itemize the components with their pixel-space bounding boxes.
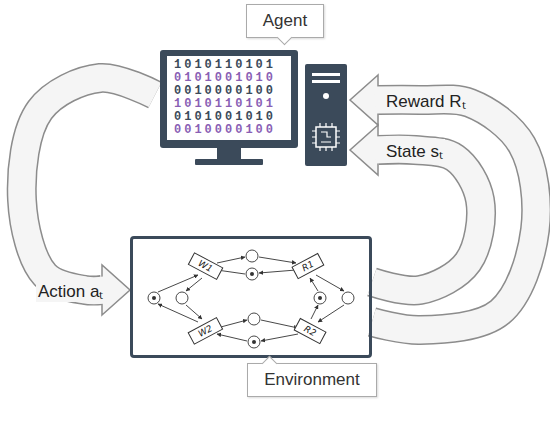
edge-label: Action aₜ [36,279,105,302]
binary-text: 1010110101 [174,59,276,72]
block-arrow [22,78,155,315]
binary-text: 0101001010 [174,111,276,124]
transition-label: W2 [196,323,214,339]
computer-monitor [160,50,298,165]
transition-label: R1 [300,259,315,273]
transition-box: R2 [293,318,326,345]
transition-box: R1 [291,253,324,280]
callout-label: Agent [263,11,307,30]
binary-text: 1010110101 [174,98,276,111]
callout-box: Agent [246,4,324,38]
petri-net [148,250,354,348]
transition-box: W1 [187,252,223,280]
petri-token [152,272,322,344]
transition-box: W2 [187,317,223,345]
environment-box: EnvironmentW1R1W2R2 [130,236,372,358]
binary-text: 0101001010 [174,72,276,85]
edge-label: Reward Rₜ [384,89,468,112]
transition-label: W1 [196,258,214,274]
binary-text: 0010000100 [174,124,276,137]
computer-tower [305,64,347,166]
block-arrow [350,75,536,330]
callout-label: Environment [264,370,359,389]
callout-box: Environment [247,363,376,397]
transition-label: R2 [302,324,317,338]
binary-text: 0010000100 [174,85,276,98]
edge-label: State sₜ [384,139,445,162]
